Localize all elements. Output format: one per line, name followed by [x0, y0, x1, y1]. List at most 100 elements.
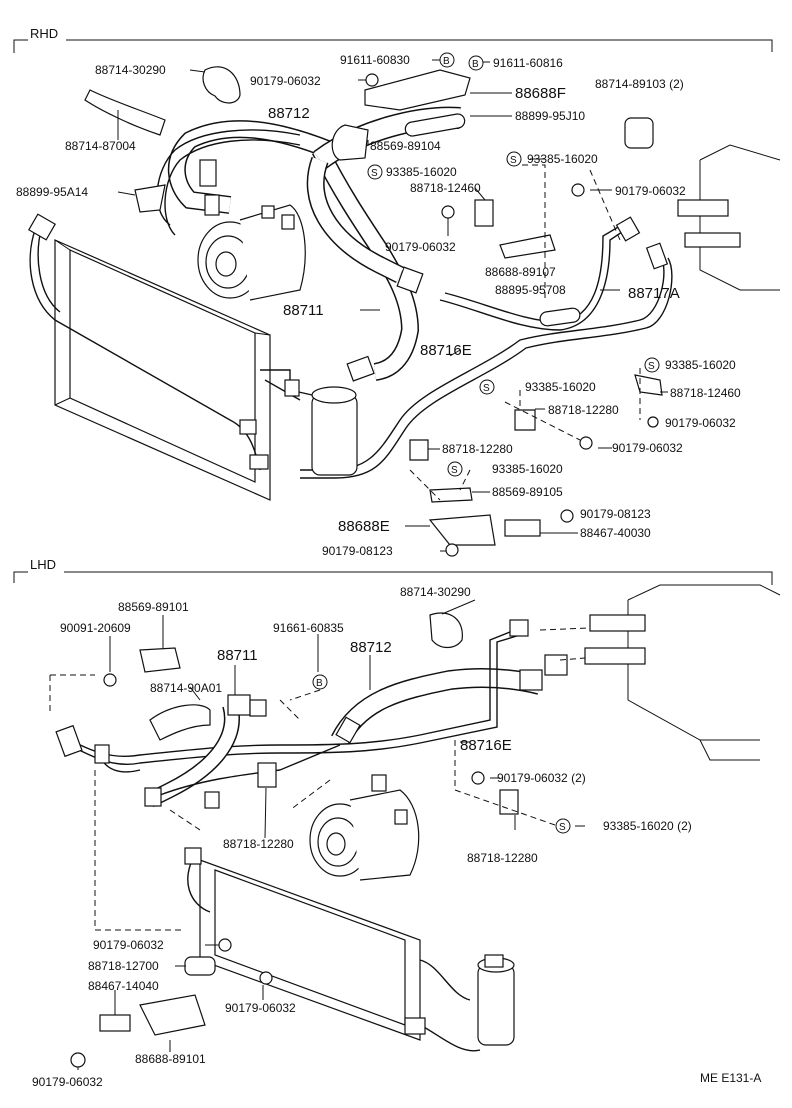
label-88688-89107: 88688-89107: [485, 265, 556, 279]
label-90179-08123-a: 90179-08123: [580, 507, 651, 521]
label-88569-89105: 88569-89105: [492, 485, 563, 499]
rhd-grommet-88714-89103: [624, 117, 654, 149]
rhd-condenser: [28, 213, 271, 501]
diagram-code: ME E131-A: [700, 1071, 761, 1085]
rhd-grommet-88714-30290: [202, 66, 241, 104]
rhd-clamp-88718-12460: [474, 199, 494, 227]
rhd-clamp-88569-89104: [331, 124, 369, 161]
rhd-fasteners: [365, 73, 659, 557]
lhd-hose-88711: [144, 694, 341, 809]
rhd-labels: 91611-60830 B B 91611-60816 88714-30290 …: [16, 52, 741, 558]
label-93385-16020-b: 93385-16020: [527, 152, 598, 166]
label-88718-12280-lhd-a: 88718-12280: [223, 837, 294, 851]
bolt-b-symbol: B: [316, 678, 323, 689]
label-88569-89101: 88569-89101: [118, 600, 189, 614]
label-90091-20609: 90091-20609: [60, 621, 131, 635]
rhd-clamp-88718-12460b: [634, 374, 663, 396]
label-88711: 88711: [283, 302, 324, 319]
rhd-hose-88714-87004: [84, 89, 166, 136]
screw-s-symbol: S: [371, 168, 378, 179]
label-90179-06032-lhd-b: 90179-06032: [225, 1001, 296, 1015]
rhd-hose-88899-95J10: [404, 113, 466, 137]
lhd-heading: LHD: [30, 557, 56, 572]
lhd-clamp-88718-12280-a: [257, 762, 277, 788]
rhd-compressor: [197, 204, 306, 301]
screw-s-symbol: S: [510, 155, 517, 166]
label-88718-12280-lhd-b: 88718-12280: [467, 851, 538, 865]
label-88712-lhd: 88712: [350, 639, 392, 656]
lhd-clamp-88718-12700: [184, 956, 216, 976]
label-88899-95J10: 88899-95J10: [515, 109, 585, 123]
rhd-frame: RHD: [13, 26, 773, 53]
rhd-switch-88467-40030: [504, 519, 541, 537]
rhd-leaders: [117, 59, 668, 552]
label-88714-87004: 88714-87004: [65, 139, 136, 153]
lhd-frame: LHD: [13, 557, 773, 585]
label-88718-12700: 88718-12700: [88, 959, 159, 973]
lhd-engine-outline: [584, 584, 781, 761]
label-88718-12280-b: 88718-12280: [442, 442, 513, 456]
label-90179-08123-b: 90179-08123: [322, 544, 393, 558]
label-91611-60830: 91611-60830: [340, 53, 410, 67]
label-90179-06032-e: 90179-06032: [612, 441, 683, 455]
lhd-grommet-88714-30290: [429, 612, 463, 649]
label-90179-06032-d: 90179-06032: [665, 416, 736, 430]
bolt-b-symbol: B: [472, 59, 479, 70]
lhd-leaders: [49, 599, 591, 1070]
screw-s-symbol: S: [451, 465, 458, 476]
rhd-heading: RHD: [30, 26, 58, 41]
label-93385-16020-a: 93385-16020: [386, 165, 457, 179]
lhd-receiver-drier: [477, 954, 515, 1046]
label-88467-40030: 88467-40030: [580, 526, 651, 540]
label-88899-95A14: 88899-95A14: [16, 185, 88, 199]
screw-s-symbol: S: [648, 361, 655, 372]
label-88688-89101: 88688-89101: [135, 1052, 206, 1066]
rhd-clamp-88718-12280: [514, 409, 536, 431]
label-90179-06032-b: 90179-06032: [615, 184, 686, 198]
rhd-clamp-88718-12280b: [409, 439, 429, 461]
label-88714-90A01: 88714-90A01: [150, 681, 222, 695]
label-93385-16020-2: 93385-16020 (2): [603, 819, 692, 833]
label-88716E-lhd: 88716E: [460, 737, 512, 754]
label-93385-16020-c: 93385-16020: [665, 358, 736, 372]
label-88717A: 88717A: [628, 285, 680, 302]
lhd-bracket-88688-89101: [139, 994, 206, 1036]
rhd-bracket-88688-89107: [499, 234, 556, 259]
label-88718-12460-b: 88718-12460: [670, 386, 741, 400]
screw-s-symbol: S: [483, 383, 490, 394]
lhd-hose-88712: [331, 654, 568, 745]
label-88711-lhd: 88711: [217, 647, 258, 664]
label-88569-89104: 88569-89104: [370, 139, 441, 153]
label-93385-16020-e: 93385-16020: [492, 462, 563, 476]
label-88688F: 88688F: [515, 85, 566, 102]
label-90179-06032-c: 90179-06032: [385, 240, 456, 254]
rhd-clamp-88899-95A14: [134, 184, 166, 213]
rhd-engine-outline: [677, 144, 781, 291]
rhd-drawing: [28, 59, 781, 557]
label-88714-89103: 88714-89103 (2): [595, 77, 684, 91]
lhd-clamp-88569-89101: [139, 647, 181, 673]
screw-s-symbol: S: [559, 822, 566, 833]
lhd-hose-88714-90A01: [149, 704, 211, 741]
label-90179-06032: 90179-06032: [250, 74, 321, 88]
rhd-bracket-88688E: [428, 514, 496, 546]
lhd-pipe-88716E: [55, 619, 529, 773]
label-88712: 88712: [268, 105, 310, 122]
lhd-condenser: [184, 847, 481, 1052]
label-88688E: 88688E: [338, 518, 390, 535]
lhd-compressor: [309, 774, 420, 881]
lhd-fasteners: [70, 673, 485, 1068]
label-91661-60835: 91661-60835: [273, 621, 344, 635]
rhd-receiver-drier: [260, 369, 358, 476]
lhd-drawing: [49, 584, 781, 1070]
label-88895-95708: 88895-95708: [495, 283, 566, 297]
rhd-hose-88895-95708: [539, 307, 581, 327]
label-90179-06032-2: 90179-06032 (2): [497, 771, 586, 785]
lhd-switch-88467-14040: [99, 1014, 131, 1032]
label-88718-12280-a: 88718-12280: [548, 403, 619, 417]
label-91611-60816: 91611-60816: [493, 56, 563, 70]
bolt-b-symbol: B: [443, 56, 450, 67]
label-93385-16020-d: 93385-16020: [525, 380, 596, 394]
label-88718-12460-a: 88718-12460: [410, 181, 481, 195]
